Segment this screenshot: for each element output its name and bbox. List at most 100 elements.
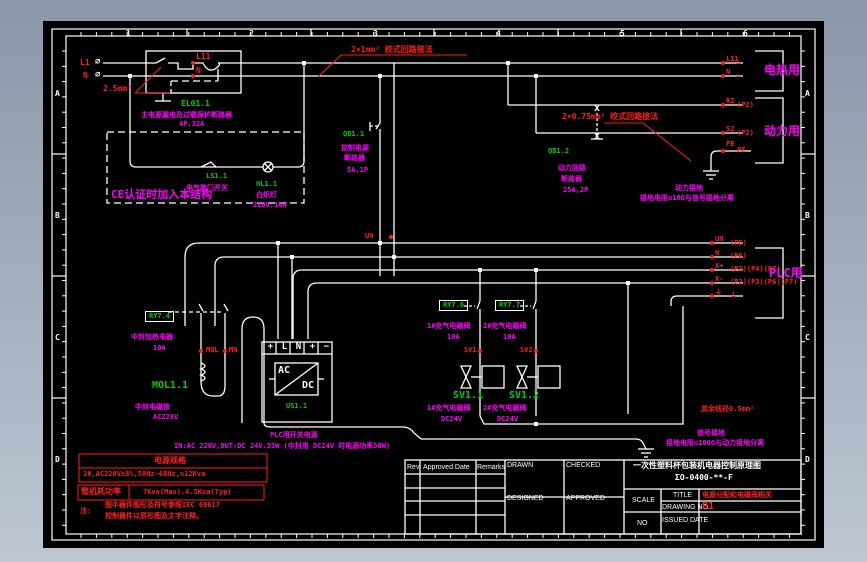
row-label-c-right: C bbox=[805, 333, 810, 342]
row-label-d-right: D bbox=[805, 455, 810, 464]
power-breaker-rating: 25A,2P bbox=[563, 186, 589, 194]
project-title: 一次性塑料杯包装机电器控制原理图 bbox=[633, 461, 761, 470]
psu-ac-label: AC bbox=[278, 365, 291, 376]
signal-ground-note2: 接地电阻≤100Ω与动力接地分离 bbox=[666, 439, 765, 447]
power-ref-s2: (P2) bbox=[737, 129, 754, 137]
lamp-desc: 白炽灯 bbox=[256, 191, 277, 199]
relay-ry7-7: RY7.7 bbox=[495, 300, 525, 311]
signal-ground-note1: 信号接地 bbox=[697, 429, 725, 437]
row-label-a: A bbox=[55, 89, 60, 98]
row-label-b: B bbox=[55, 211, 60, 220]
valve-2-rating: DC24V bbox=[497, 415, 519, 423]
drawn-label: DRAWN bbox=[507, 462, 534, 469]
power-wiring-note: 2×0.75mm² 绞式回路接法 bbox=[562, 112, 659, 121]
schematic-lines bbox=[51, 28, 816, 541]
ce-note: CE认证时加入本结构 bbox=[111, 188, 213, 201]
arrow-icon: ⇒ bbox=[736, 58, 741, 67]
output-n: N bbox=[196, 66, 201, 75]
power-terminal-pe: PE bbox=[726, 140, 735, 148]
coil-terminal-mn: MN bbox=[229, 346, 238, 354]
issued-date-label: ISSUED DATE bbox=[662, 517, 709, 524]
coil-rating: AC220V bbox=[153, 413, 179, 421]
psu-terminal-n: N bbox=[295, 342, 302, 352]
power-ground-note2: 接地电阻≤10Ω与信号接地分离 bbox=[640, 194, 734, 202]
rev-header: Rev. bbox=[407, 464, 421, 471]
mains-wiring-note: 2×1mm² 绞式回路接法 bbox=[351, 45, 433, 54]
breaker-el01-rating: 4P,32A bbox=[179, 120, 205, 128]
column-label-4: 4 bbox=[496, 29, 501, 38]
plc-ref-un: (P6) bbox=[730, 239, 747, 247]
psu-spec: IN:AC 220V,OUT:DC 24V.35W (中封用 DC24V 时电源… bbox=[174, 442, 391, 450]
power-group-label: 动力用 bbox=[764, 124, 801, 138]
power-breaker-id: QB1.2 bbox=[548, 147, 570, 155]
power-breaker-desc2: 断路器 bbox=[561, 175, 582, 183]
row-label-c: C bbox=[55, 333, 60, 342]
spec-table-title: 电源规格 bbox=[154, 456, 186, 465]
relay-ry7-6-desc: 1#充气电磁阀 bbox=[427, 322, 471, 330]
heating-group-label: 电热用 bbox=[764, 63, 801, 77]
note-line-2: 控制器件以原形图及文字注释。 bbox=[105, 512, 203, 520]
column-label-6: 6 bbox=[743, 29, 748, 38]
mains-wire-gauge: 2.5mm² bbox=[103, 84, 132, 93]
relay-ry7-4-desc: 中封加热电器 bbox=[131, 333, 173, 341]
column-label-2: 2 bbox=[249, 29, 254, 38]
power-terminal-r2: R2 bbox=[726, 97, 735, 105]
breaker-el01-desc: 主电源漏电及过载保护断路器 bbox=[141, 111, 232, 119]
valve-2-desc: 2#充气电磁阀 bbox=[483, 404, 527, 412]
control-tap-label: UN bbox=[365, 232, 374, 240]
plc-ref-xminus: (P2)(P3)(P6)(P7) bbox=[730, 278, 798, 286]
model-number: ΣO-0400-**-F bbox=[675, 473, 733, 482]
checked-label: CHECKED bbox=[566, 462, 601, 469]
terminal-screw-icon: ⌀ bbox=[95, 57, 101, 67]
column-label-5: 5 bbox=[620, 29, 625, 38]
relay-ry7-6-rating: 10A bbox=[447, 333, 460, 341]
power-ref-pe: PE bbox=[737, 146, 746, 154]
door-switch-id: LS1.1 bbox=[206, 172, 228, 180]
plc-ref-xplus: (P3)(P4)(P7) bbox=[730, 265, 781, 273]
title-value: 电源分配和电磁阀相关 bbox=[702, 491, 772, 499]
valve-1-rating: DC24V bbox=[441, 415, 463, 423]
approved-label: APPROVED bbox=[566, 495, 605, 502]
consumption-label: 整机耗功率 bbox=[81, 487, 121, 496]
scale-label: SCALE bbox=[632, 497, 655, 504]
column-label-1: 1 bbox=[126, 29, 131, 38]
door-switch-desc: 电气箱门开关 bbox=[186, 184, 228, 192]
psu-terminal-minus: − bbox=[323, 342, 330, 352]
lamp-id: HL1.1 bbox=[256, 180, 278, 188]
drawing-no-value: P1 bbox=[702, 501, 715, 512]
power-terminal-s2: S2 bbox=[726, 125, 735, 133]
psu-id: US1.1 bbox=[286, 402, 308, 410]
plc-terminal-ground: ⏚ bbox=[715, 288, 722, 296]
column-label-3: 3 bbox=[373, 29, 378, 38]
power-ref-r2: (P2) bbox=[737, 101, 754, 109]
plc-terminal-un: UN bbox=[715, 235, 724, 243]
relay-ry7-7-rating: 10A bbox=[503, 333, 516, 341]
power-breaker-desc1: 动力回路 bbox=[558, 164, 586, 172]
designed-label: DESIGNED bbox=[507, 495, 544, 502]
coil-id: MOL1.1 bbox=[152, 380, 189, 391]
note-label: 注: bbox=[80, 507, 92, 515]
psu-terminal-l: L bbox=[281, 342, 288, 352]
approved-date-header: Approved Date bbox=[423, 464, 470, 471]
row-label-d: D bbox=[55, 455, 60, 464]
control-breaker-rating: 5A,1P bbox=[347, 166, 369, 174]
psu-terminal-plus-in: + bbox=[267, 342, 274, 352]
valve-1-id: SV1.1 bbox=[453, 390, 484, 401]
heating-terminal-n: N bbox=[726, 68, 731, 76]
terminal-l1: L1 bbox=[80, 58, 90, 67]
title-label: TITLE bbox=[673, 492, 693, 499]
control-breaker-id: QB1.1 bbox=[343, 130, 365, 138]
relay-ry7-6: RY7.6 bbox=[439, 300, 469, 311]
valve-2-terminal: SV2 bbox=[520, 346, 533, 354]
control-breaker-desc2: 断路器 bbox=[344, 154, 365, 162]
arrow-icon: ⇒ bbox=[736, 71, 741, 80]
terminal-n: N bbox=[83, 71, 88, 80]
relay-ry7-4-rating: 10A bbox=[153, 344, 166, 352]
plc-terminal-xminus: X- bbox=[715, 275, 724, 283]
coil-terminal-mol: MOL bbox=[206, 346, 219, 354]
remarks-header: Remarks bbox=[477, 464, 506, 471]
valve-1-desc: 1#充气电磁阀 bbox=[427, 404, 471, 412]
plc-terminal-xplus: X+ bbox=[715, 262, 724, 270]
output-l11: L11 bbox=[196, 52, 211, 61]
lamp-rating: 220V,10W bbox=[253, 201, 287, 209]
